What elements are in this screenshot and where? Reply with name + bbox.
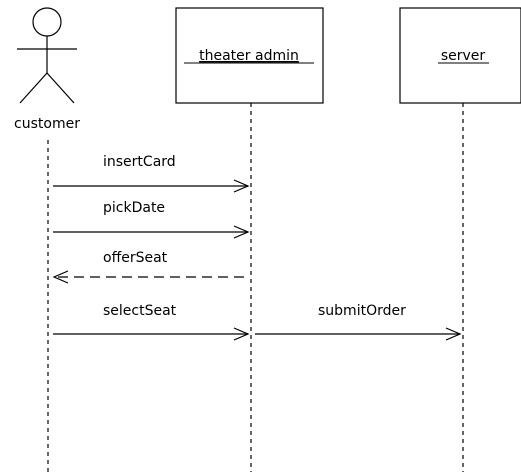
message-label: insertCard: [103, 154, 176, 170]
arrowhead-icon: [233, 225, 250, 239]
object-server[interactable]: server: [399, 7, 521, 104]
object-name: server: [441, 48, 486, 64]
message[interactable]: submitOrder: [255, 303, 462, 341]
message[interactable]: pickDate: [53, 200, 250, 239]
stick-figure-icon: [17, 7, 77, 104]
arrowhead-icon: [233, 327, 250, 341]
arrowhead-icon: [445, 327, 462, 341]
object-box: [399, 7, 521, 104]
message-label: offerSeat: [103, 250, 168, 266]
message[interactable]: offerSeat: [52, 250, 244, 284]
message[interactable]: selectSeat: [53, 303, 250, 341]
actor-name: customer: [14, 116, 80, 132]
object-name: theater admin: [199, 48, 299, 64]
object-box: [175, 7, 324, 104]
arrowhead-icon: [233, 179, 250, 193]
actor-customer[interactable]: customer: [14, 7, 80, 132]
message-label: selectSeat: [103, 303, 177, 319]
message-label: submitOrder: [318, 303, 406, 319]
message[interactable]: insertCard: [53, 154, 250, 193]
message-label: pickDate: [103, 200, 165, 216]
object-theater-admin[interactable]: theater admin: [175, 7, 324, 104]
arrowhead-icon: [52, 270, 69, 284]
